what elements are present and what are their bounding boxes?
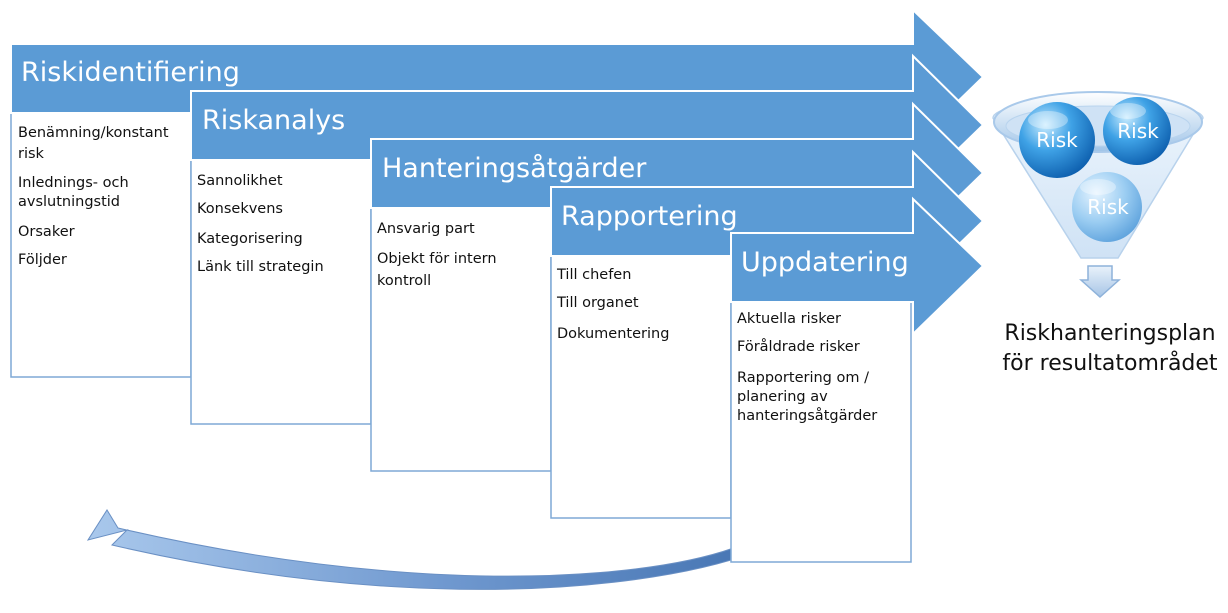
stage-item: Konsekvens: [197, 201, 283, 217]
stage-item: Föråldrade risker: [737, 338, 860, 355]
stage-item: Orsaker: [18, 224, 75, 240]
risk-sphere-3: [1072, 172, 1142, 242]
stage-arrows: [10, 7, 985, 337]
output-label-line1: Riskhanteringsplan: [1004, 321, 1215, 346]
risk-funnel: Risk Risk Risk Riskhanteringsplan för re…: [992, 91, 1218, 376]
stage-item: Dokumentering: [557, 326, 669, 342]
sphere-highlight: [1028, 111, 1068, 129]
stage-box-rapportering: [550, 255, 732, 519]
stage-title-hanteringsatgarder: Hanteringsåtgärder: [382, 153, 647, 184]
stage-item: Sannolikhet: [197, 173, 283, 189]
output-label-line2: för resultatområdet: [1002, 350, 1218, 376]
stage-item: Aktuella risker: [737, 311, 841, 327]
curved-return-arrow-icon: [86, 509, 809, 590]
stage-item: Till organet: [556, 295, 639, 311]
stage-title-rapportering: Rapportering: [561, 201, 738, 232]
stage-title-uppdatering: Uppdatering: [741, 247, 909, 278]
stage-item: Till chefen: [556, 267, 631, 283]
cycle-return-arrow: [86, 509, 809, 590]
stage-item: Följder: [18, 252, 67, 268]
stage-box-hanteringsatgarder: [370, 207, 552, 472]
stage-box-riskidentifiering: [10, 112, 192, 378]
stage-title-riskidentifiering: Riskidentifiering: [21, 57, 240, 88]
sphere-highlight: [1080, 179, 1116, 195]
risk-label: Risk: [1087, 195, 1129, 219]
risk-sphere-2: [1103, 97, 1171, 165]
stage-item: Ansvarig part: [377, 221, 475, 237]
stage-item: Kategorisering: [197, 231, 303, 247]
stage-title-riskanalys: Riskanalys: [202, 105, 345, 136]
stage-titles: Riskidentifiering Riskanalys Hanteringså…: [21, 57, 909, 278]
stage-arrow-uppdatering: [730, 196, 985, 337]
down-arrow-icon: [1079, 265, 1121, 299]
risk-label: Risk: [1117, 119, 1159, 143]
stage-item: Länk till strategin: [197, 259, 324, 275]
sphere-highlight: [1110, 103, 1146, 119]
risk-label: Risk: [1036, 128, 1078, 152]
risk-sphere-1: [1019, 102, 1095, 178]
stage-box-riskanalys: [190, 159, 372, 425]
stage-box-uppdatering: [730, 301, 912, 563]
